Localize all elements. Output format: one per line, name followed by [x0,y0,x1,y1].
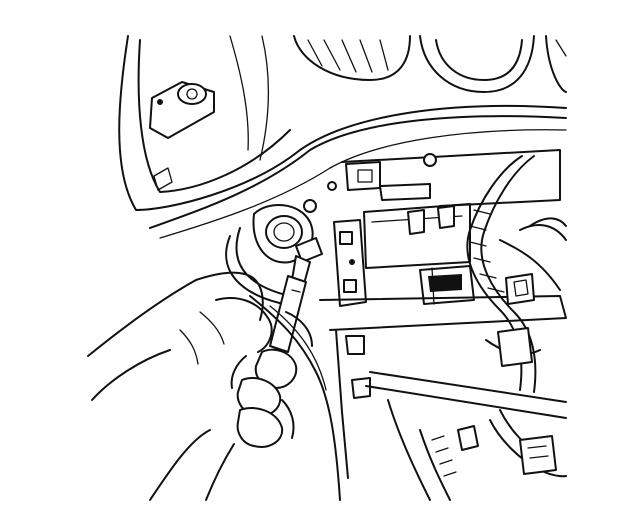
dash-switch [149,81,215,191]
air-vents [293,35,567,93]
dash-lower-edge [249,295,341,501]
side-bracket [319,219,567,479]
screwdriver [269,255,311,353]
instrument-panel-outline [118,35,567,239]
technician-hand [87,271,313,501]
bulb-socket [225,203,323,307]
cross-brace [365,327,567,501]
